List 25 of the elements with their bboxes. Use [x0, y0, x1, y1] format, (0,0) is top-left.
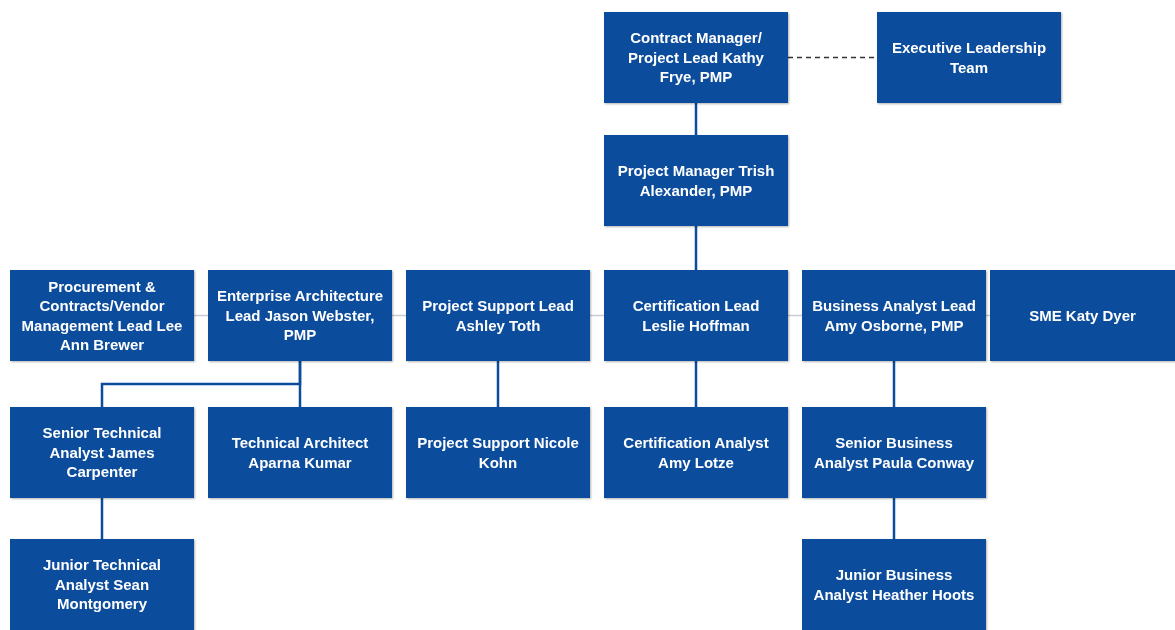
role-box: Senior Business Analyst Paula Conway: [802, 407, 986, 498]
connector-line: [694, 103, 698, 135]
role-box: Certification Analyst Amy Lotze: [604, 407, 788, 498]
connector-line: [694, 361, 698, 407]
connector-line: [985, 314, 991, 317]
connector-line: [100, 498, 104, 539]
role-box: Certification Lead Leslie Hoffman: [604, 270, 788, 361]
role-box: Junior Technical Analyst Sean Montgomery: [10, 539, 194, 630]
role-box: Senior Technical Analyst James Carpenter: [10, 407, 194, 498]
role-box: Contract Manager/ Project Lead Kathy Frye, PMP: [604, 12, 788, 103]
connector-line: [892, 361, 896, 407]
role-box: Project Support Nicole Kohn: [406, 407, 590, 498]
role-box: Junior Business Analyst Heather Hoots: [802, 539, 986, 630]
connector-line: [694, 226, 698, 270]
role-box: Project Support Lead Ashley Toth: [406, 270, 590, 361]
role-box: Business Analyst Lead Amy Osborne, PMP: [802, 270, 986, 361]
role-box: Procurement & Contracts/Vendor Management Lead Lee Ann Brewer: [10, 270, 194, 361]
role-box: Technical Architect Aparna Kumar: [208, 407, 392, 498]
role-box: Project Manager Trish Alexander, PMP: [604, 135, 788, 226]
role-box: Enterprise Architecture Lead Jason Webster, PMP: [208, 270, 392, 361]
role-box: Executive Leadership Team: [877, 12, 1061, 103]
connector-line: [298, 361, 302, 407]
connector-line: [496, 361, 500, 407]
connector-line: [892, 498, 896, 539]
role-box: SME Katy Dyer: [990, 270, 1175, 361]
